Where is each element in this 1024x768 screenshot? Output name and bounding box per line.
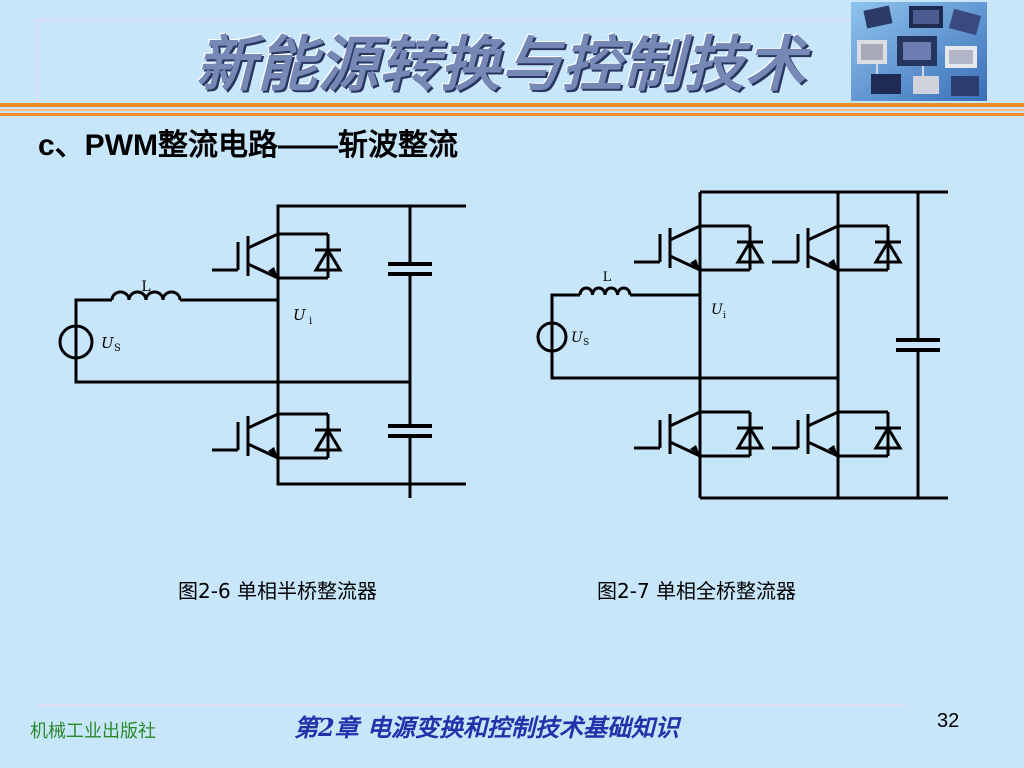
chapter-title: 第2章 电源变换和控制技术基础知识 xyxy=(294,713,680,742)
publisher-label: 机械工业出版社 xyxy=(30,721,156,742)
header-frame xyxy=(36,19,908,103)
figure-caption-half-bridge: 图2-6 单相半桥整流器 xyxy=(178,579,378,603)
inductor-label: L xyxy=(603,270,612,285)
full-bridge-circuit: L U S U i xyxy=(536,190,948,500)
header-stripe-lower xyxy=(0,113,1024,116)
section-title: c、PWM整流电路——斩波整流 xyxy=(38,129,458,162)
electronic-components-photo xyxy=(851,2,987,101)
slide-title: 新能源转换与控制技术 xyxy=(196,30,806,100)
bridge-voltage-subscript: i xyxy=(309,316,312,327)
bridge-voltage-label: U xyxy=(293,306,307,324)
bridge-voltage-subscript: i xyxy=(723,311,726,321)
source-voltage-subscript: S xyxy=(583,338,589,348)
bridge-voltage-label: U xyxy=(711,302,724,318)
figure-caption-full-bridge: 图2-7 单相全桥整流器 xyxy=(597,579,797,603)
inductor-label: L xyxy=(141,279,150,295)
header-stripe-thin xyxy=(0,109,1024,111)
source-voltage-label: U xyxy=(101,334,115,352)
footer-divider xyxy=(36,704,906,706)
header-stripe xyxy=(0,103,1024,107)
source-voltage-subscript: S xyxy=(114,343,121,354)
page-number: 32 xyxy=(937,710,960,732)
half-bridge-circuit: L U S U i xyxy=(58,204,466,498)
source-voltage-label: U xyxy=(571,330,584,346)
